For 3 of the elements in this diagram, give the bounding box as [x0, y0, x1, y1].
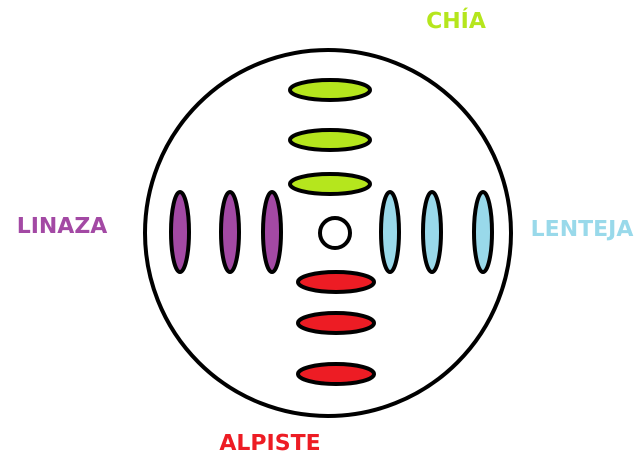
seed-label: LINAZA [16, 216, 108, 238]
seed-label: LENTEJA [530, 219, 634, 241]
seed-label: ALPISTE [219, 433, 321, 455]
